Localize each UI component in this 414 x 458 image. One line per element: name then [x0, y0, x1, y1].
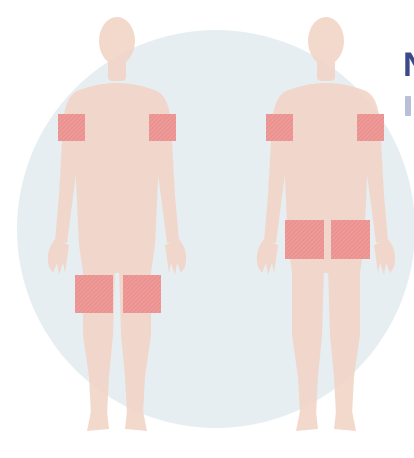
back-left-buttock-site	[285, 220, 324, 259]
front-left-upper-arm-site	[58, 114, 85, 141]
front-left-thigh-site	[75, 275, 113, 313]
heading-fragment: N	[403, 48, 414, 82]
front-right-upper-arm-site	[149, 114, 176, 141]
subheading-fragment	[405, 96, 411, 116]
front-right-thigh-site	[123, 275, 161, 313]
back-right-buttock-site	[331, 220, 370, 259]
back-right-upper-arm-site	[357, 114, 384, 141]
back-left-upper-arm-site	[266, 114, 293, 141]
